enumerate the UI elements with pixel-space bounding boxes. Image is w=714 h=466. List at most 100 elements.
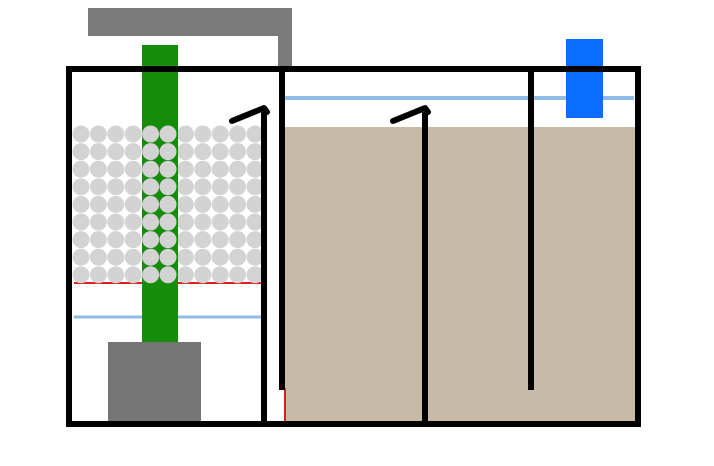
media-ball <box>124 178 142 196</box>
media-ball <box>246 231 264 249</box>
media-ball <box>211 231 229 249</box>
media-ball <box>72 266 90 284</box>
media-ball <box>229 248 247 266</box>
baffle-left-hook <box>229 105 270 124</box>
media-ball <box>142 125 160 143</box>
media-ball <box>159 195 177 213</box>
media-ball <box>142 195 160 213</box>
media-ball <box>107 248 125 266</box>
media-ball <box>89 213 107 231</box>
media-ball <box>194 125 212 143</box>
media-ball <box>89 231 107 249</box>
media-ball <box>229 213 247 231</box>
media-ball <box>194 213 212 231</box>
pump <box>108 342 201 422</box>
media-ball <box>124 160 142 178</box>
media-ball <box>89 195 107 213</box>
media-ball <box>194 231 212 249</box>
media-ball <box>159 248 177 266</box>
media-ball <box>89 248 107 266</box>
media-ball <box>159 143 177 161</box>
media-ball <box>211 195 229 213</box>
media-ball <box>107 143 125 161</box>
media-ball <box>107 160 125 178</box>
media-ball <box>211 248 229 266</box>
media-ball <box>72 125 90 143</box>
media-ball <box>229 195 247 213</box>
media-ball <box>142 248 160 266</box>
sand-substrate <box>285 127 635 424</box>
media-ball <box>72 213 90 231</box>
media-ball <box>89 160 107 178</box>
media-ball <box>142 231 160 249</box>
media-ball <box>211 125 229 143</box>
media-ball <box>142 160 160 178</box>
media-ball <box>211 178 229 196</box>
tank-outline <box>66 66 641 427</box>
media-ball <box>107 231 125 249</box>
media-ball <box>107 178 125 196</box>
media-ball <box>246 125 264 143</box>
media-ball <box>176 266 194 284</box>
media-ball <box>72 195 90 213</box>
media-ball <box>246 160 264 178</box>
media-ball <box>246 266 264 284</box>
media-ball <box>229 178 247 196</box>
media-ball <box>176 125 194 143</box>
media-ball <box>124 248 142 266</box>
media-ball <box>159 125 177 143</box>
media-ball <box>246 178 264 196</box>
media-ball <box>176 231 194 249</box>
media-ball <box>124 195 142 213</box>
media-ball <box>246 213 264 231</box>
media-ball <box>89 125 107 143</box>
media-ball <box>159 266 177 284</box>
media-ball <box>89 143 107 161</box>
media-ball <box>194 160 212 178</box>
media-ball <box>124 213 142 231</box>
media-ball <box>229 143 247 161</box>
media-ball <box>246 248 264 266</box>
media-ball <box>176 213 194 231</box>
media-ball <box>142 143 160 161</box>
media-ball <box>72 248 90 266</box>
media-ball <box>72 143 90 161</box>
media-ball <box>124 231 142 249</box>
media-ball <box>176 160 194 178</box>
media-ball <box>124 125 142 143</box>
media-ball <box>142 178 160 196</box>
media-ball <box>176 195 194 213</box>
media-ball <box>211 213 229 231</box>
media-ball <box>211 266 229 284</box>
media-ball <box>107 125 125 143</box>
media-ball <box>229 231 247 249</box>
media-ball <box>176 248 194 266</box>
media-ball <box>89 266 107 284</box>
filter-media-balls-front <box>142 125 177 284</box>
media-ball <box>107 213 125 231</box>
media-ball <box>89 178 107 196</box>
media-ball <box>246 195 264 213</box>
heater <box>566 39 603 118</box>
media-ball <box>194 195 212 213</box>
media-ball <box>211 143 229 161</box>
media-ball <box>72 178 90 196</box>
filter-media-balls <box>72 125 264 284</box>
media-ball <box>246 143 264 161</box>
media-ball <box>107 195 125 213</box>
return-pipe-vertical <box>278 8 292 66</box>
media-ball <box>159 213 177 231</box>
media-ball <box>211 160 229 178</box>
media-ball <box>142 213 160 231</box>
media-ball <box>194 143 212 161</box>
media-ball <box>72 160 90 178</box>
media-ball <box>159 231 177 249</box>
media-ball <box>142 266 160 284</box>
media-ball <box>159 160 177 178</box>
media-ball <box>229 125 247 143</box>
media-ball <box>124 266 142 284</box>
media-ball <box>176 143 194 161</box>
media-ball <box>107 266 125 284</box>
media-ball <box>229 266 247 284</box>
